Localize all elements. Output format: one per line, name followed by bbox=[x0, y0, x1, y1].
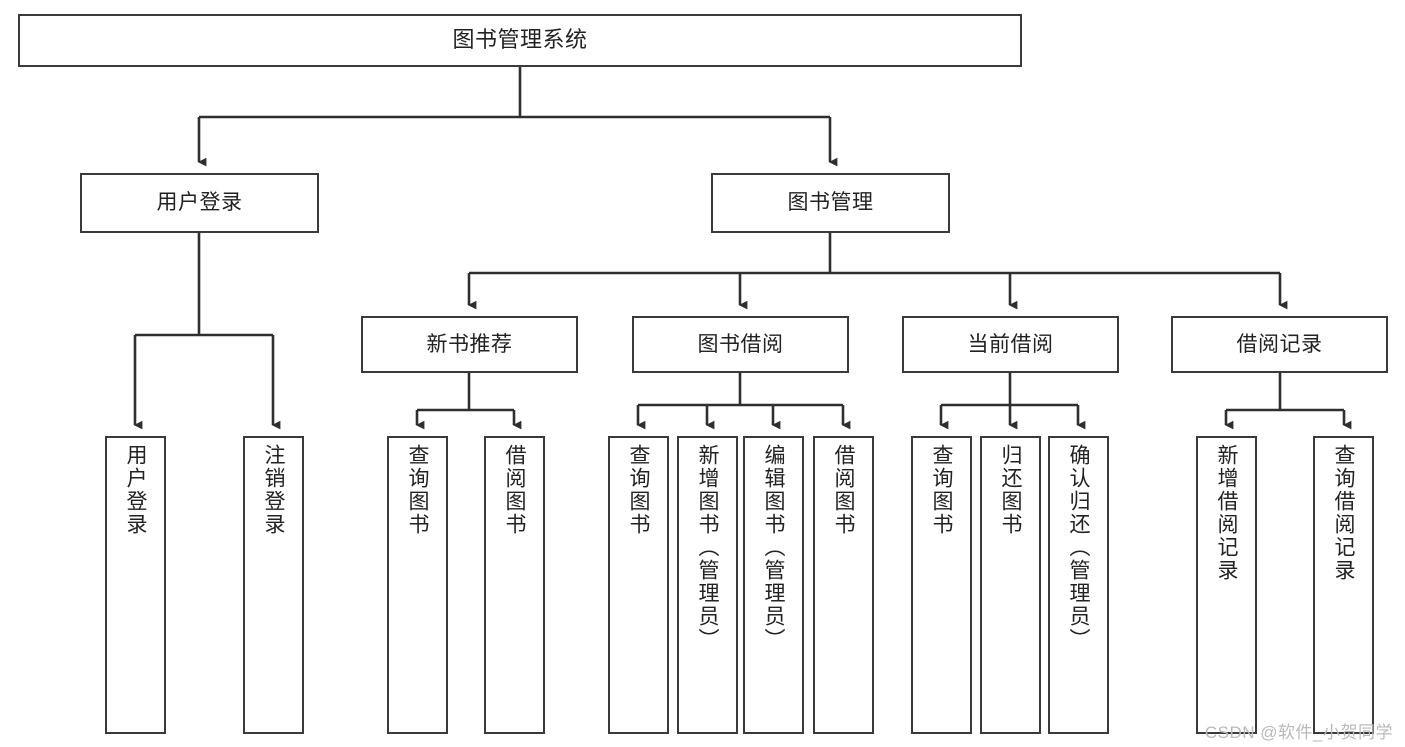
node-leaf-logout-login-label: 注销登录 bbox=[262, 444, 285, 536]
node-leaf-return-book-label: 归还图书 bbox=[999, 444, 1022, 536]
node-leaf-borrow-book-1[interactable]: 借阅图书 bbox=[484, 436, 545, 734]
node-leaf-edit-book-label: 编辑图书（管理员） bbox=[762, 444, 785, 651]
node-leaf-borrow-book-1-label: 借阅图书 bbox=[503, 444, 526, 536]
node-leaf-add-book-label: 新增图书（管理员） bbox=[696, 444, 719, 651]
node-leaf-logout-login[interactable]: 注销登录 bbox=[243, 436, 304, 734]
node-current-borrow[interactable]: 当前借阅 bbox=[902, 316, 1119, 373]
node-leaf-query-book-2[interactable]: 查询图书 bbox=[608, 436, 669, 734]
node-user-login[interactable]: 用户登录 bbox=[80, 173, 319, 233]
node-leaf-return-book[interactable]: 归还图书 bbox=[980, 436, 1041, 734]
node-root-label: 图书管理系统 bbox=[452, 27, 588, 53]
node-user-login-label: 用户登录 bbox=[156, 191, 243, 215]
node-leaf-user-login-label: 用户登录 bbox=[124, 444, 147, 536]
node-leaf-query-book-3-label: 查询图书 bbox=[930, 444, 953, 536]
node-new-book-recommend[interactable]: 新书推荐 bbox=[361, 316, 578, 373]
node-current-borrow-label: 当前借阅 bbox=[967, 332, 1054, 356]
node-leaf-user-login[interactable]: 用户登录 bbox=[105, 436, 166, 734]
node-leaf-query-book-1-label: 查询图书 bbox=[406, 444, 429, 536]
node-leaf-borrow-book-2[interactable]: 借阅图书 bbox=[813, 436, 874, 734]
node-leaf-add-book[interactable]: 新增图书（管理员） bbox=[677, 436, 738, 734]
watermark-text: CSDN @软件_小贺同学 bbox=[1204, 723, 1393, 742]
node-leaf-confirm-return[interactable]: 确认归还（管理员） bbox=[1048, 436, 1109, 734]
node-new-book-recommend-label: 新书推荐 bbox=[426, 332, 513, 356]
node-root[interactable]: 图书管理系统 bbox=[18, 14, 1022, 67]
node-book-borrow[interactable]: 图书借阅 bbox=[632, 316, 849, 373]
node-leaf-borrow-book-2-label: 借阅图书 bbox=[832, 444, 855, 536]
node-borrow-record-label: 借阅记录 bbox=[1236, 332, 1323, 356]
node-leaf-query-book-1[interactable]: 查询图书 bbox=[387, 436, 448, 734]
node-leaf-add-record-label: 新增借阅记录 bbox=[1215, 444, 1238, 582]
node-borrow-record[interactable]: 借阅记录 bbox=[1171, 316, 1388, 373]
node-leaf-add-record[interactable]: 新增借阅记录 bbox=[1196, 436, 1257, 734]
node-book-manage[interactable]: 图书管理 bbox=[711, 173, 950, 233]
node-leaf-query-record[interactable]: 查询借阅记录 bbox=[1313, 436, 1374, 734]
node-leaf-query-book-2-label: 查询图书 bbox=[627, 444, 650, 536]
node-book-manage-label: 图书管理 bbox=[787, 191, 874, 215]
node-leaf-confirm-return-label: 确认归还（管理员） bbox=[1067, 444, 1090, 651]
node-leaf-edit-book[interactable]: 编辑图书（管理员） bbox=[743, 436, 804, 734]
node-book-borrow-label: 图书借阅 bbox=[697, 332, 784, 356]
node-leaf-query-record-label: 查询借阅记录 bbox=[1332, 444, 1355, 582]
node-leaf-query-book-3[interactable]: 查询图书 bbox=[911, 436, 972, 734]
